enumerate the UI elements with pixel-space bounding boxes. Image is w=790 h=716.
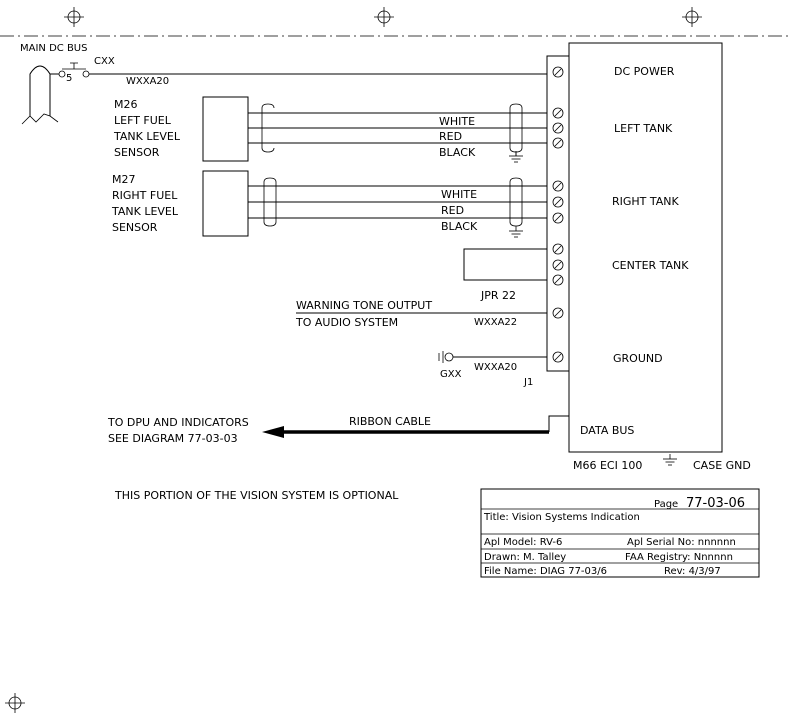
ribbon-cable-label: RIBBON CABLE — [349, 415, 431, 428]
registration-mark-icon — [63, 6, 85, 28]
registration-mark-icon — [681, 6, 703, 28]
wire-color-label: RED — [441, 204, 464, 217]
connector-label: J1 — [523, 377, 533, 388]
ribbon-dest-line: TO DPU AND INDICATORS — [107, 416, 249, 429]
dc-power-wire-label: WXXA20 — [126, 76, 169, 87]
wire-color-label: WHITE — [441, 188, 477, 201]
left-sensor-line: LEFT FUEL — [114, 114, 172, 127]
page-label: Page — [654, 499, 678, 510]
jumper-label: JPR 22 — [480, 289, 516, 302]
wire-color-label: WHITE — [439, 115, 475, 128]
wire-color-label: BLACK — [439, 146, 476, 159]
wire-color-label: RED — [439, 130, 462, 143]
drawn-text: Drawn: M. Talley — [484, 552, 566, 563]
warning-line: TO AUDIO SYSTEM — [295, 316, 398, 329]
file-name-text: File Name: DIAG 77-03/6 — [484, 566, 607, 577]
main-dc-bus-symbol — [29, 65, 51, 116]
part-number-label: M66 ECI 100 — [573, 459, 642, 472]
right-tank-label: RIGHT TANK — [612, 195, 680, 208]
eci-unit-box — [568, 42, 723, 453]
data-bus-label: DATA BUS — [580, 424, 634, 437]
registration-mark-icon — [4, 692, 26, 714]
right-fuel-sensor-box — [202, 170, 249, 237]
revision-text: Rev: 4/3/97 — [664, 566, 721, 577]
center-tank-label: CENTER TANK — [612, 259, 689, 272]
ground-label: GXX — [440, 369, 462, 380]
case-ground-icon — [662, 453, 678, 466]
right-sensor-line: TANK LEVEL — [111, 205, 179, 218]
left-sensor-line: TANK LEVEL — [113, 130, 181, 143]
ground-pin-label: GROUND — [613, 352, 663, 365]
left-sensor-id: M26 — [114, 98, 138, 111]
warning-line: WARNING TONE OUTPUT — [296, 299, 432, 312]
bus-break-icon — [21, 113, 59, 125]
left-fuel-sensor-box — [202, 96, 249, 162]
breaker-rating: 5 — [66, 73, 72, 84]
breaker-icon — [58, 70, 66, 78]
data-bus-connector — [548, 415, 569, 432]
optional-note: THIS PORTION OF THE VISION SYSTEM IS OPT… — [114, 489, 399, 502]
dc-power-label: DC POWER — [614, 65, 675, 78]
wire-color-label: BLACK — [441, 220, 478, 233]
model-text: Apl Model: RV-6 — [484, 537, 562, 548]
left-sensor-line: SENSOR — [114, 146, 160, 159]
connector-j1 — [546, 55, 570, 372]
case-gnd-label: CASE GND — [693, 459, 751, 472]
ribbon-dest-line: SEE DIAGRAM 77-03-03 — [108, 432, 238, 445]
warning-wire-label: WXXA22 — [474, 317, 517, 328]
arrow-left-icon — [262, 426, 284, 438]
title-block — [480, 488, 760, 578]
right-sensor-id: M27 — [112, 173, 136, 186]
ground-icon — [508, 150, 524, 163]
right-sensor-line: RIGHT FUEL — [112, 189, 178, 202]
cable-shield-icon — [263, 177, 277, 227]
registry-text: FAA Registry: Nnnnnn — [625, 552, 733, 563]
breaker-label: CXX — [94, 56, 115, 67]
page-number: 77-03-06 — [686, 496, 745, 511]
main-dc-bus-label: MAIN DC BUS — [20, 43, 87, 54]
cable-shield-icon — [261, 103, 275, 153]
ground-icon — [508, 225, 524, 238]
left-tank-label: LEFT TANK — [614, 122, 673, 135]
ground-lug-icon — [444, 352, 454, 362]
right-sensor-line: SENSOR — [112, 221, 158, 234]
ground-wire-label: WXXA20 — [474, 362, 517, 373]
title-text: Title: Vision Systems Indication — [483, 512, 640, 523]
jumper-wire — [463, 248, 552, 281]
registration-mark-icon — [373, 6, 395, 28]
serial-text: Apl Serial No: nnnnnn — [627, 537, 736, 548]
